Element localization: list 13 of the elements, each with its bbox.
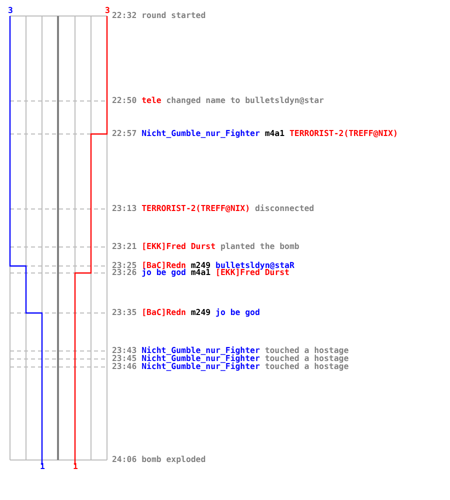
log-entry: 23:45 Nicht_Gumble_nur_Fighter touched a hostage [112,354,349,363]
log-entry: 22:50 tele changed name to bulletsldyn@star [112,96,324,105]
log-entry: 22:57 Nicht_Gumble_nur_Fighter m4a1 TERRORIST-2(TREFF@NIX) [112,129,398,138]
player-count-label: 3 [105,6,110,15]
log-entry: 24:06 bomb exploded [112,455,206,464]
log-entry: 23:21 [EKK]Fred Durst planted the bomb [112,242,300,251]
log-entry: 23:43 Nicht_Gumble_nur_Fighter touched a hostage [112,346,349,355]
log-entry: 23:35 [BaC]Redn m249 jo be god [112,308,260,317]
log-entry: 23:25 [BaC]Redn m249 bulletsldyn@staR [112,261,294,270]
player-count-label: 3 [8,6,13,15]
log-entry: 22:32 round started [112,11,206,20]
log-entry: 23:13 TERRORIST-2(TREFF@NIX) disconnected [112,204,314,213]
log-entry: 23:46 Nicht_Gumble_nur_Fighter touched a hostage [112,362,349,371]
